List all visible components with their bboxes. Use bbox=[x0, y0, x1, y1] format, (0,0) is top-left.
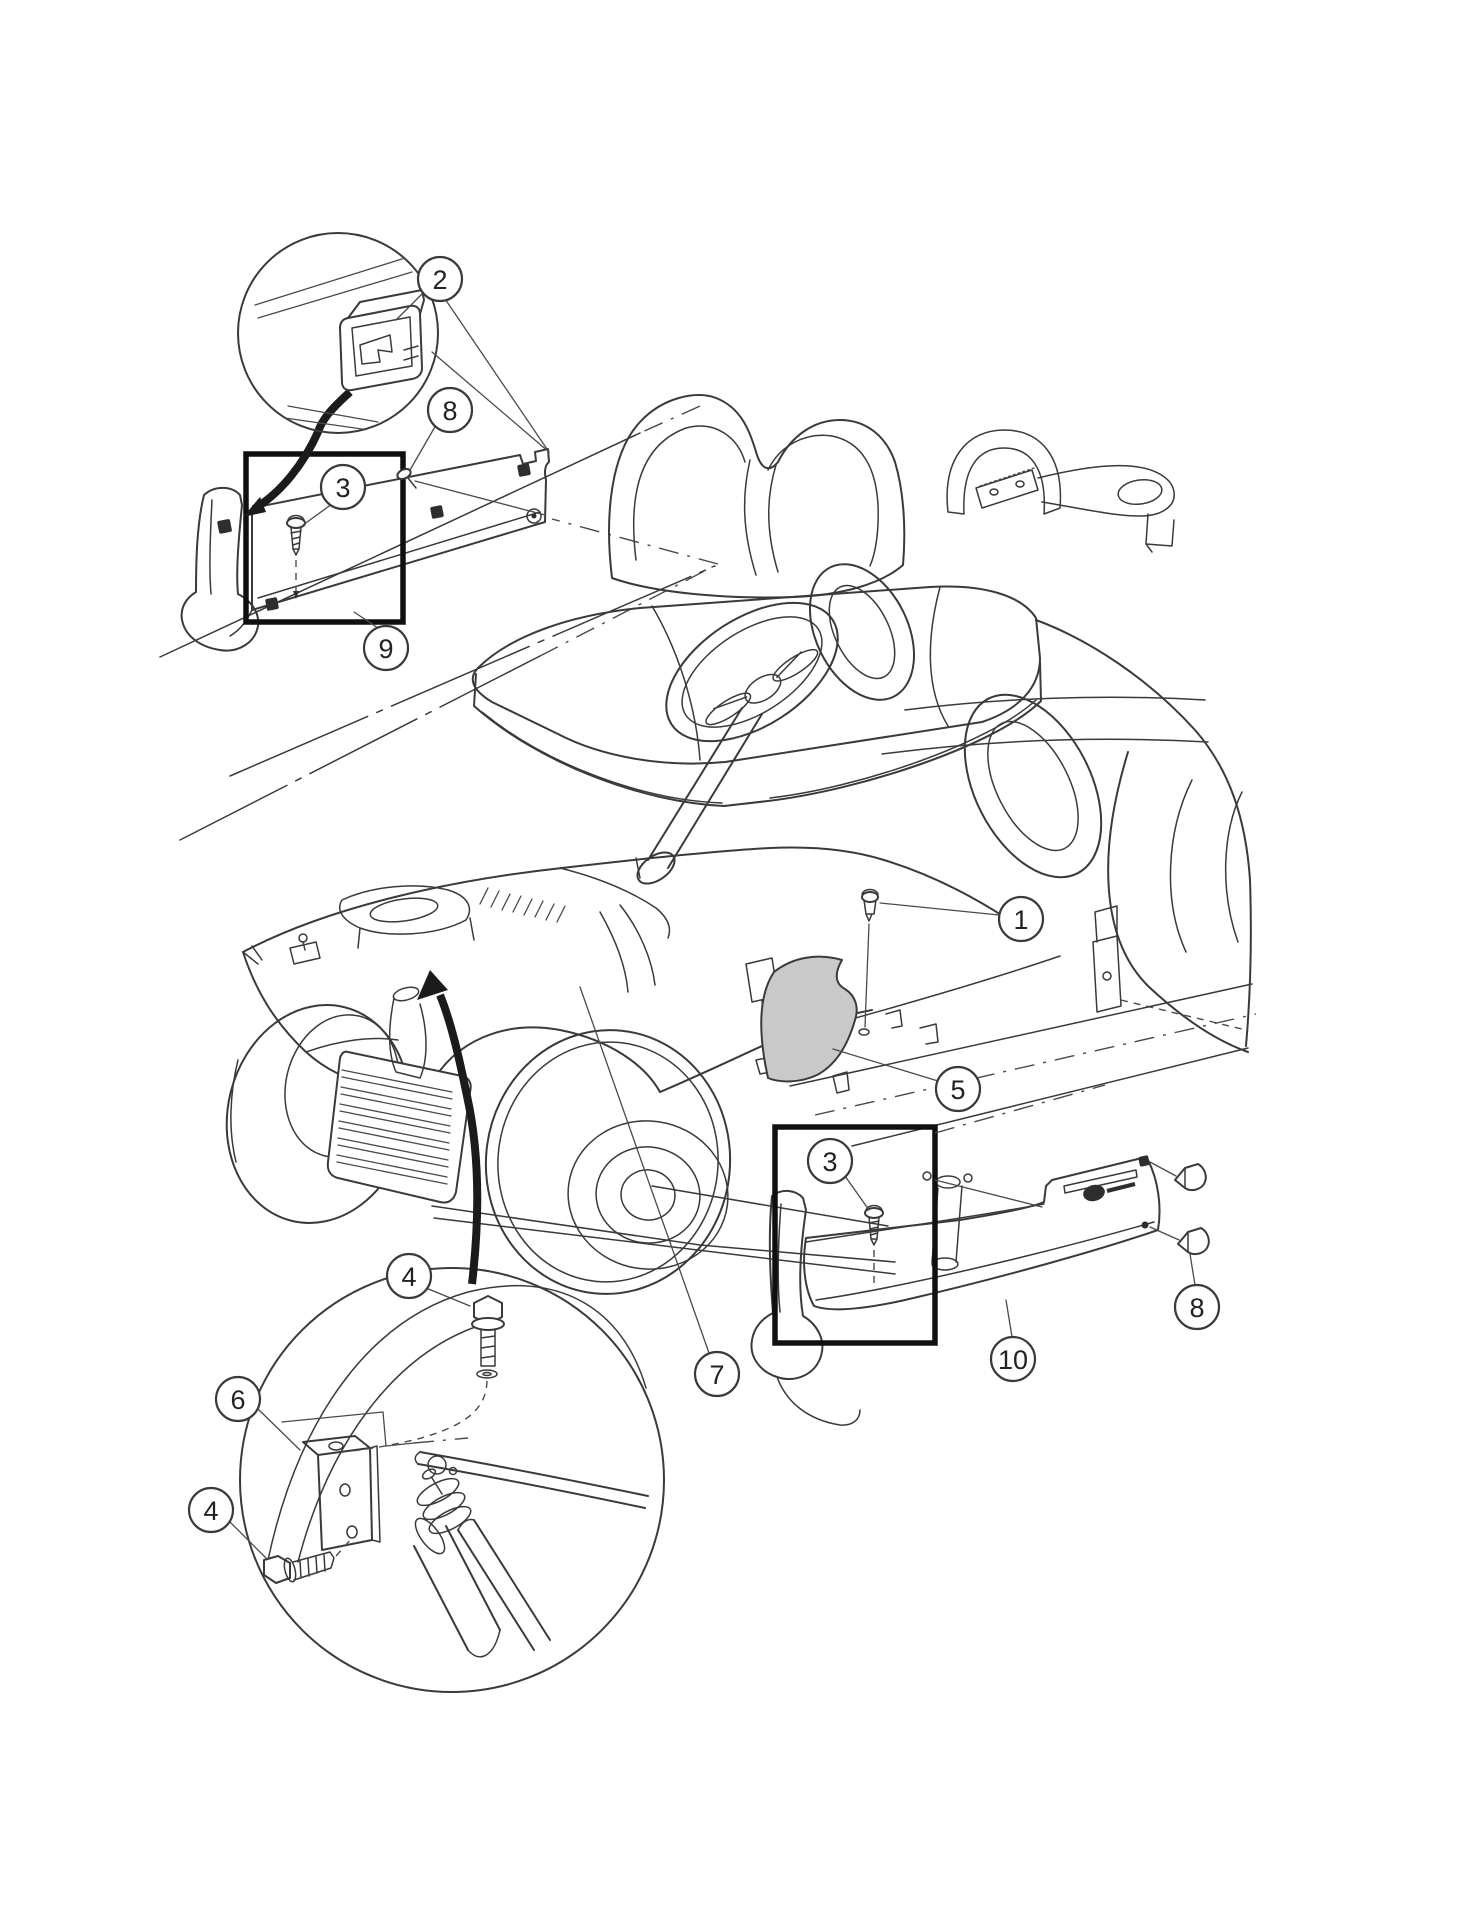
armrests bbox=[808, 563, 1103, 879]
callout-4-top: 4 bbox=[385, 1252, 433, 1300]
screw-3-left bbox=[286, 514, 306, 599]
panel-5-shaded bbox=[760, 955, 858, 1094]
transfer-arrow-clip bbox=[243, 389, 353, 517]
callout-5: 5 bbox=[934, 1065, 982, 1113]
callout-8-left: 8 bbox=[426, 386, 474, 434]
rocker-panel-9 bbox=[229, 448, 550, 637]
grille bbox=[326, 1050, 472, 1204]
callout-8-right: 8 bbox=[1173, 1283, 1221, 1331]
callout-7-label: 7 bbox=[709, 1360, 724, 1390]
callout-3-left-label: 3 bbox=[335, 473, 350, 503]
transfer-arrow-main bbox=[417, 970, 482, 1285]
ground-plane bbox=[159, 405, 719, 841]
leader-lines bbox=[229, 291, 1196, 1559]
golf-cart bbox=[225, 394, 1257, 1295]
rivet-pin-8-left bbox=[396, 467, 546, 516]
callout-8-left-label: 8 bbox=[442, 396, 457, 426]
callout-1-label: 1 bbox=[1013, 905, 1028, 935]
callout-8-right-label: 8 bbox=[1189, 1293, 1204, 1323]
callout-5-label: 5 bbox=[950, 1075, 965, 1105]
rocker-panel-right-assembly bbox=[750, 1084, 1210, 1426]
rocker-panel-10 bbox=[803, 1155, 1161, 1311]
bolt-4-side bbox=[263, 1537, 353, 1584]
rivet-pins-8-right bbox=[1149, 1161, 1210, 1256]
callouts: 1 2 3 3 4 4 5 6 7 8 8 9 bbox=[187, 255, 1221, 1534]
rear-body bbox=[774, 619, 1257, 1147]
callout-6-label: 6 bbox=[230, 1385, 245, 1415]
shaded-panel-shape bbox=[760, 955, 858, 1083]
leaf-spring bbox=[414, 1451, 649, 1651]
callout-10: 10 bbox=[989, 1335, 1037, 1383]
rear-strap-assembly bbox=[946, 429, 1175, 553]
callout-10-label: 10 bbox=[998, 1345, 1028, 1375]
brand-logo bbox=[1083, 1182, 1136, 1202]
callout-2: 2 bbox=[416, 255, 464, 303]
callout-4-side: 4 bbox=[187, 1486, 235, 1534]
clip-detail-circle bbox=[237, 232, 550, 453]
screw-1 bbox=[858, 888, 879, 1036]
callout-1: 1 bbox=[997, 895, 1045, 943]
callout-9: 9 bbox=[362, 624, 410, 672]
callout-3-right-label: 3 bbox=[822, 1147, 837, 1177]
dash-vents bbox=[479, 887, 566, 923]
bracket-part-6 bbox=[302, 1435, 381, 1551]
callout-3-left: 3 bbox=[319, 463, 367, 511]
seat-cushion bbox=[471, 585, 1042, 807]
steering-wheel bbox=[635, 601, 839, 885]
bolt-4-top bbox=[351, 1295, 505, 1452]
grille-louvers bbox=[336, 1069, 453, 1185]
screw-3-right bbox=[864, 1204, 884, 1286]
left-rocker-highlight-box bbox=[243, 451, 406, 625]
right-rocker-highlight-box bbox=[772, 1124, 938, 1346]
callout-4-top-label: 4 bbox=[401, 1262, 416, 1292]
callout-4-side-label: 4 bbox=[203, 1496, 218, 1526]
clip-part-2 bbox=[339, 289, 425, 392]
callout-6: 6 bbox=[214, 1375, 262, 1423]
callout-9-label: 9 bbox=[378, 634, 393, 664]
shock-absorber bbox=[413, 1455, 501, 1658]
callout-2-label: 2 bbox=[432, 265, 447, 295]
bracket-detail-circle bbox=[239, 1267, 665, 1693]
rocker-panel-left-assembly bbox=[180, 389, 550, 652]
front-right-wheel bbox=[484, 1029, 732, 1295]
callout-3-right: 3 bbox=[806, 1137, 854, 1185]
callout-7: 7 bbox=[693, 1350, 741, 1398]
